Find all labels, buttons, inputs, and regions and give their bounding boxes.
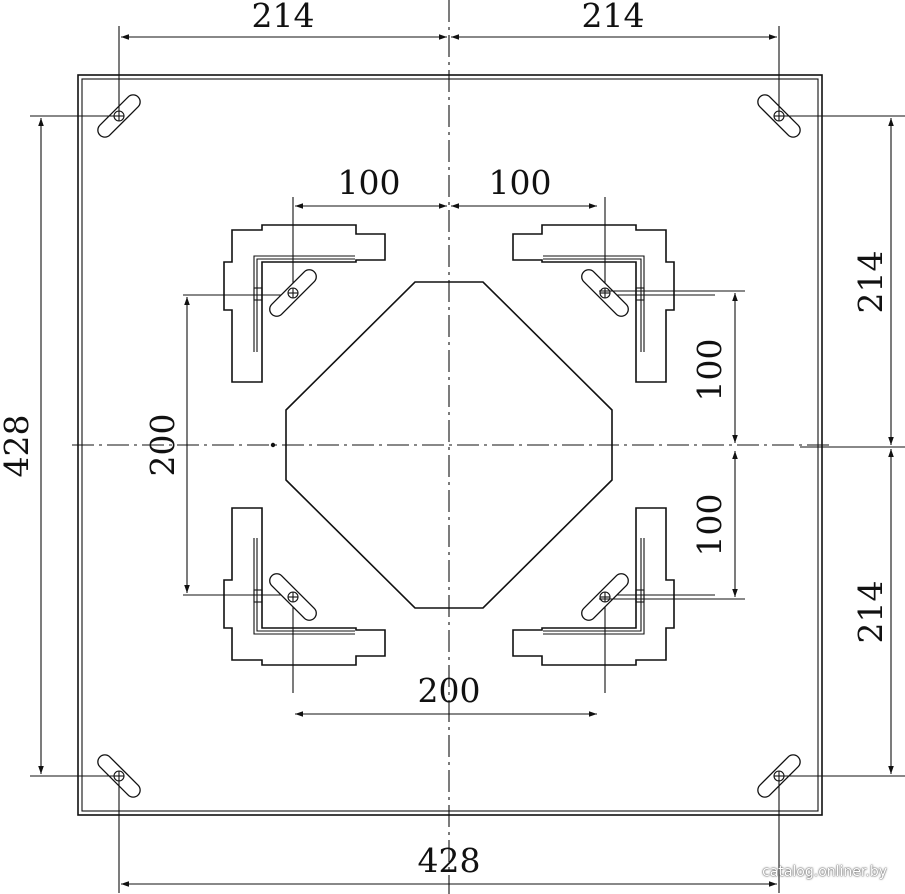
dim-right-inner-upper: 100 <box>690 339 729 402</box>
bracket-top-left <box>183 197 386 383</box>
dim-right-inner-lower: 100 <box>690 494 729 557</box>
bracket-bottom-left <box>182 507 386 694</box>
dimension-lines <box>38 34 894 887</box>
dimension-labels: 214 214 100 100 200 428 428 200 214 214 … <box>0 0 890 880</box>
dim-right-upper: 214 <box>851 251 890 314</box>
dim-inner-top-left: 100 <box>338 163 401 202</box>
bracket-top-right <box>512 196 716 383</box>
dim-right-lower: 214 <box>851 581 890 644</box>
dim-top-left: 214 <box>252 0 315 35</box>
center-lines <box>72 0 830 894</box>
dim-left-outer: 428 <box>0 415 36 478</box>
corner-brackets <box>182 196 716 694</box>
watermark: catalog.onliner.by <box>762 864 887 880</box>
dim-bottom-outer: 428 <box>418 841 481 880</box>
bracket-bottom-right <box>512 507 716 694</box>
dim-inner-bottom: 200 <box>418 671 481 710</box>
dim-inner-top-right: 100 <box>489 163 552 202</box>
dim-left-inner: 200 <box>143 414 182 477</box>
dim-top-right: 214 <box>582 0 645 35</box>
center-octagon <box>285 281 613 609</box>
extension-lines <box>30 26 905 893</box>
